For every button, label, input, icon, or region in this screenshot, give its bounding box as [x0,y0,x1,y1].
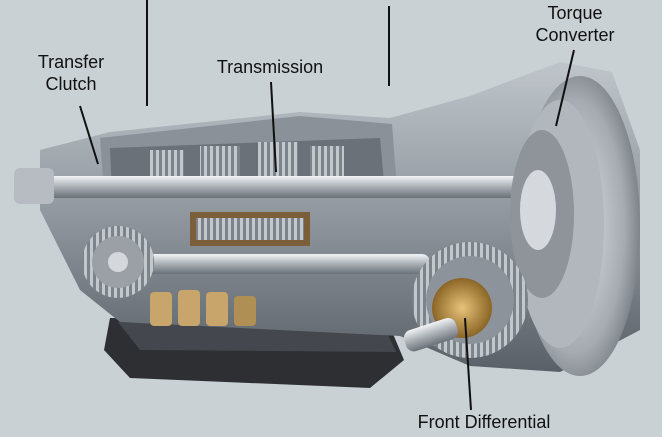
label-torque-converter: Torque Converter [526,2,624,46]
valve-body-solenoids [150,290,256,326]
front-differential-pointer [464,317,472,411]
label-torque-converter-line1: Torque [547,3,603,23]
transmission-pointer [270,81,277,173]
output-shaft [100,254,430,274]
transfer-clutch-pointer [79,105,99,165]
label-torque-converter-line2: Converter [535,25,615,45]
label-transmission: Transmission [216,57,324,77]
label-front-differential: Front Differential [417,412,551,432]
transfer-shaft-end [14,168,54,204]
label-transfer-clutch: Transfer Clutch [28,51,114,95]
label-transfer-clutch-line2: Clutch [45,74,97,94]
label-transfer-clutch-line1: Transfer [37,52,105,72]
torque-converter-pointer [555,49,575,127]
